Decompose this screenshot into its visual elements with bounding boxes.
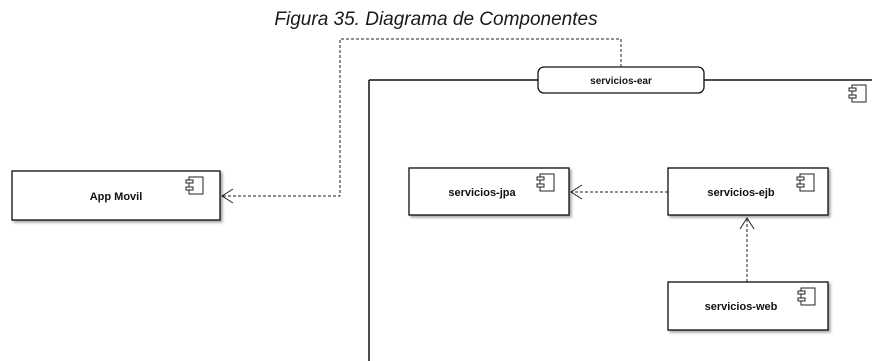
- dependency-ear-to-app-movil: [221, 38, 622, 204]
- dependency-web-to-ejb: [739, 217, 755, 282]
- component-servicios-jpa: servicios-jpa: [408, 167, 570, 216]
- component-servicios-web: servicios-web: [667, 281, 829, 331]
- component-icon: [848, 84, 867, 103]
- figure-caption: Figura 35. Diagrama de Componentes: [274, 9, 598, 30]
- component-label: servicios-ejb: [707, 187, 775, 199]
- container-label: servicios-ear: [590, 76, 652, 87]
- dependency-ejb-to-jpa: [570, 184, 668, 200]
- component-icon: [796, 173, 815, 192]
- component-icon: [797, 287, 816, 306]
- component-servicios-ejb: servicios-ejb: [667, 167, 829, 216]
- component-icon: [536, 173, 555, 192]
- container-servicios-ear: servicios-ear: [368, 66, 872, 361]
- component-label: App Movil: [90, 191, 143, 203]
- component-label: servicios-web: [705, 301, 778, 313]
- component-label: servicios-jpa: [448, 187, 516, 199]
- component-icon: [185, 176, 204, 195]
- component-app-movil: App Movil: [11, 170, 221, 221]
